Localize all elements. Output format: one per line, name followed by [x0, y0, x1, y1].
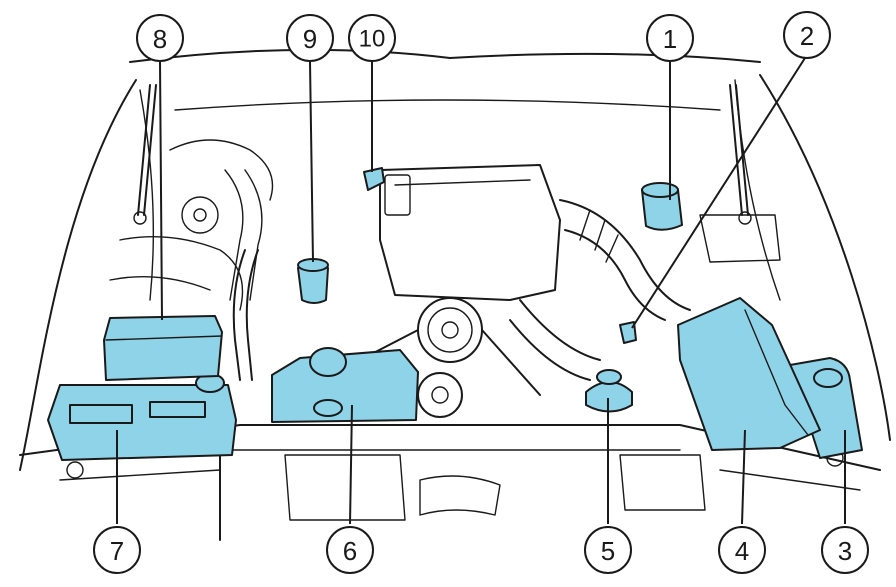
component-4-air-filter	[677, 297, 821, 451]
leader-2	[631, 57, 806, 329]
leader-8	[159, 61, 163, 321]
callout-6-label: 6	[343, 536, 357, 566]
callout-10-label: 10	[359, 26, 386, 53]
component-8-fuse-box	[103, 315, 223, 381]
callout-7: 7	[93, 526, 141, 574]
component-1-cap	[641, 182, 679, 198]
leader-lines	[116, 57, 846, 525]
callout-3-label: 3	[838, 536, 852, 566]
component-7-battery	[47, 384, 237, 461]
callout-10: 10	[348, 14, 396, 62]
component-7-terminal-left	[69, 404, 133, 424]
hood-outline	[19, 48, 891, 471]
component-10-dipstick	[363, 167, 385, 191]
hood-strut-right	[729, 84, 752, 225]
component-7-terminal-right	[149, 401, 206, 418]
component-6-lower-cap	[313, 399, 343, 417]
callout-9: 9	[286, 14, 334, 62]
callout-4-label: 4	[735, 536, 749, 566]
callout-6: 6	[326, 526, 374, 574]
callout-2-label: 2	[800, 21, 814, 51]
callout-5-label: 5	[601, 536, 615, 566]
hood-strut-left	[133, 84, 157, 225]
callout-1: 1	[646, 14, 694, 62]
callout-3: 3	[821, 526, 869, 574]
component-6-coolant-reservoir	[271, 349, 419, 423]
component-6-cap	[309, 347, 347, 377]
callout-4: 4	[718, 526, 766, 574]
callout-5: 5	[584, 526, 632, 574]
callout-8-label: 8	[153, 24, 167, 54]
leader-6	[349, 404, 353, 525]
highlighted-components	[47, 167, 863, 461]
leader-9	[309, 61, 314, 263]
leader-4	[741, 429, 746, 525]
callout-8: 8	[136, 14, 184, 62]
component-5-cap-top	[596, 369, 622, 385]
component-3-cap	[813, 368, 843, 388]
callout-9-label: 9	[303, 24, 317, 54]
callout-1-label: 1	[663, 24, 677, 54]
callouts: 1 2 3 4 5 6 7 8	[93, 11, 869, 574]
callout-2: 2	[783, 11, 831, 59]
callout-7-label: 7	[110, 536, 124, 566]
